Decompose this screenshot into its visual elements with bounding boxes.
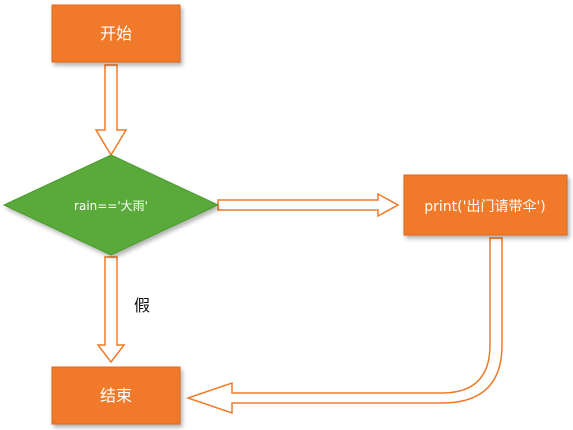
action-node: print('出门请带伞'): [403, 174, 568, 236]
start-node: 开始: [51, 4, 181, 63]
action-node-label: print('出门请带伞'): [424, 198, 546, 215]
arrow-start-to-condition: [94, 64, 128, 157]
end-node: 结束: [51, 366, 181, 425]
arrow-false-to-end: [96, 256, 126, 364]
condition-node-label: rain=='大雨': [74, 199, 148, 213]
condition-node: rain=='大雨': [2, 154, 220, 256]
arrow-action-to-end: [185, 237, 503, 415]
start-node-label: 开始: [100, 24, 132, 43]
arrow-condition-to-action: [217, 192, 400, 218]
end-node-label: 结束: [100, 386, 132, 405]
false-branch-label: 假: [134, 296, 150, 315]
